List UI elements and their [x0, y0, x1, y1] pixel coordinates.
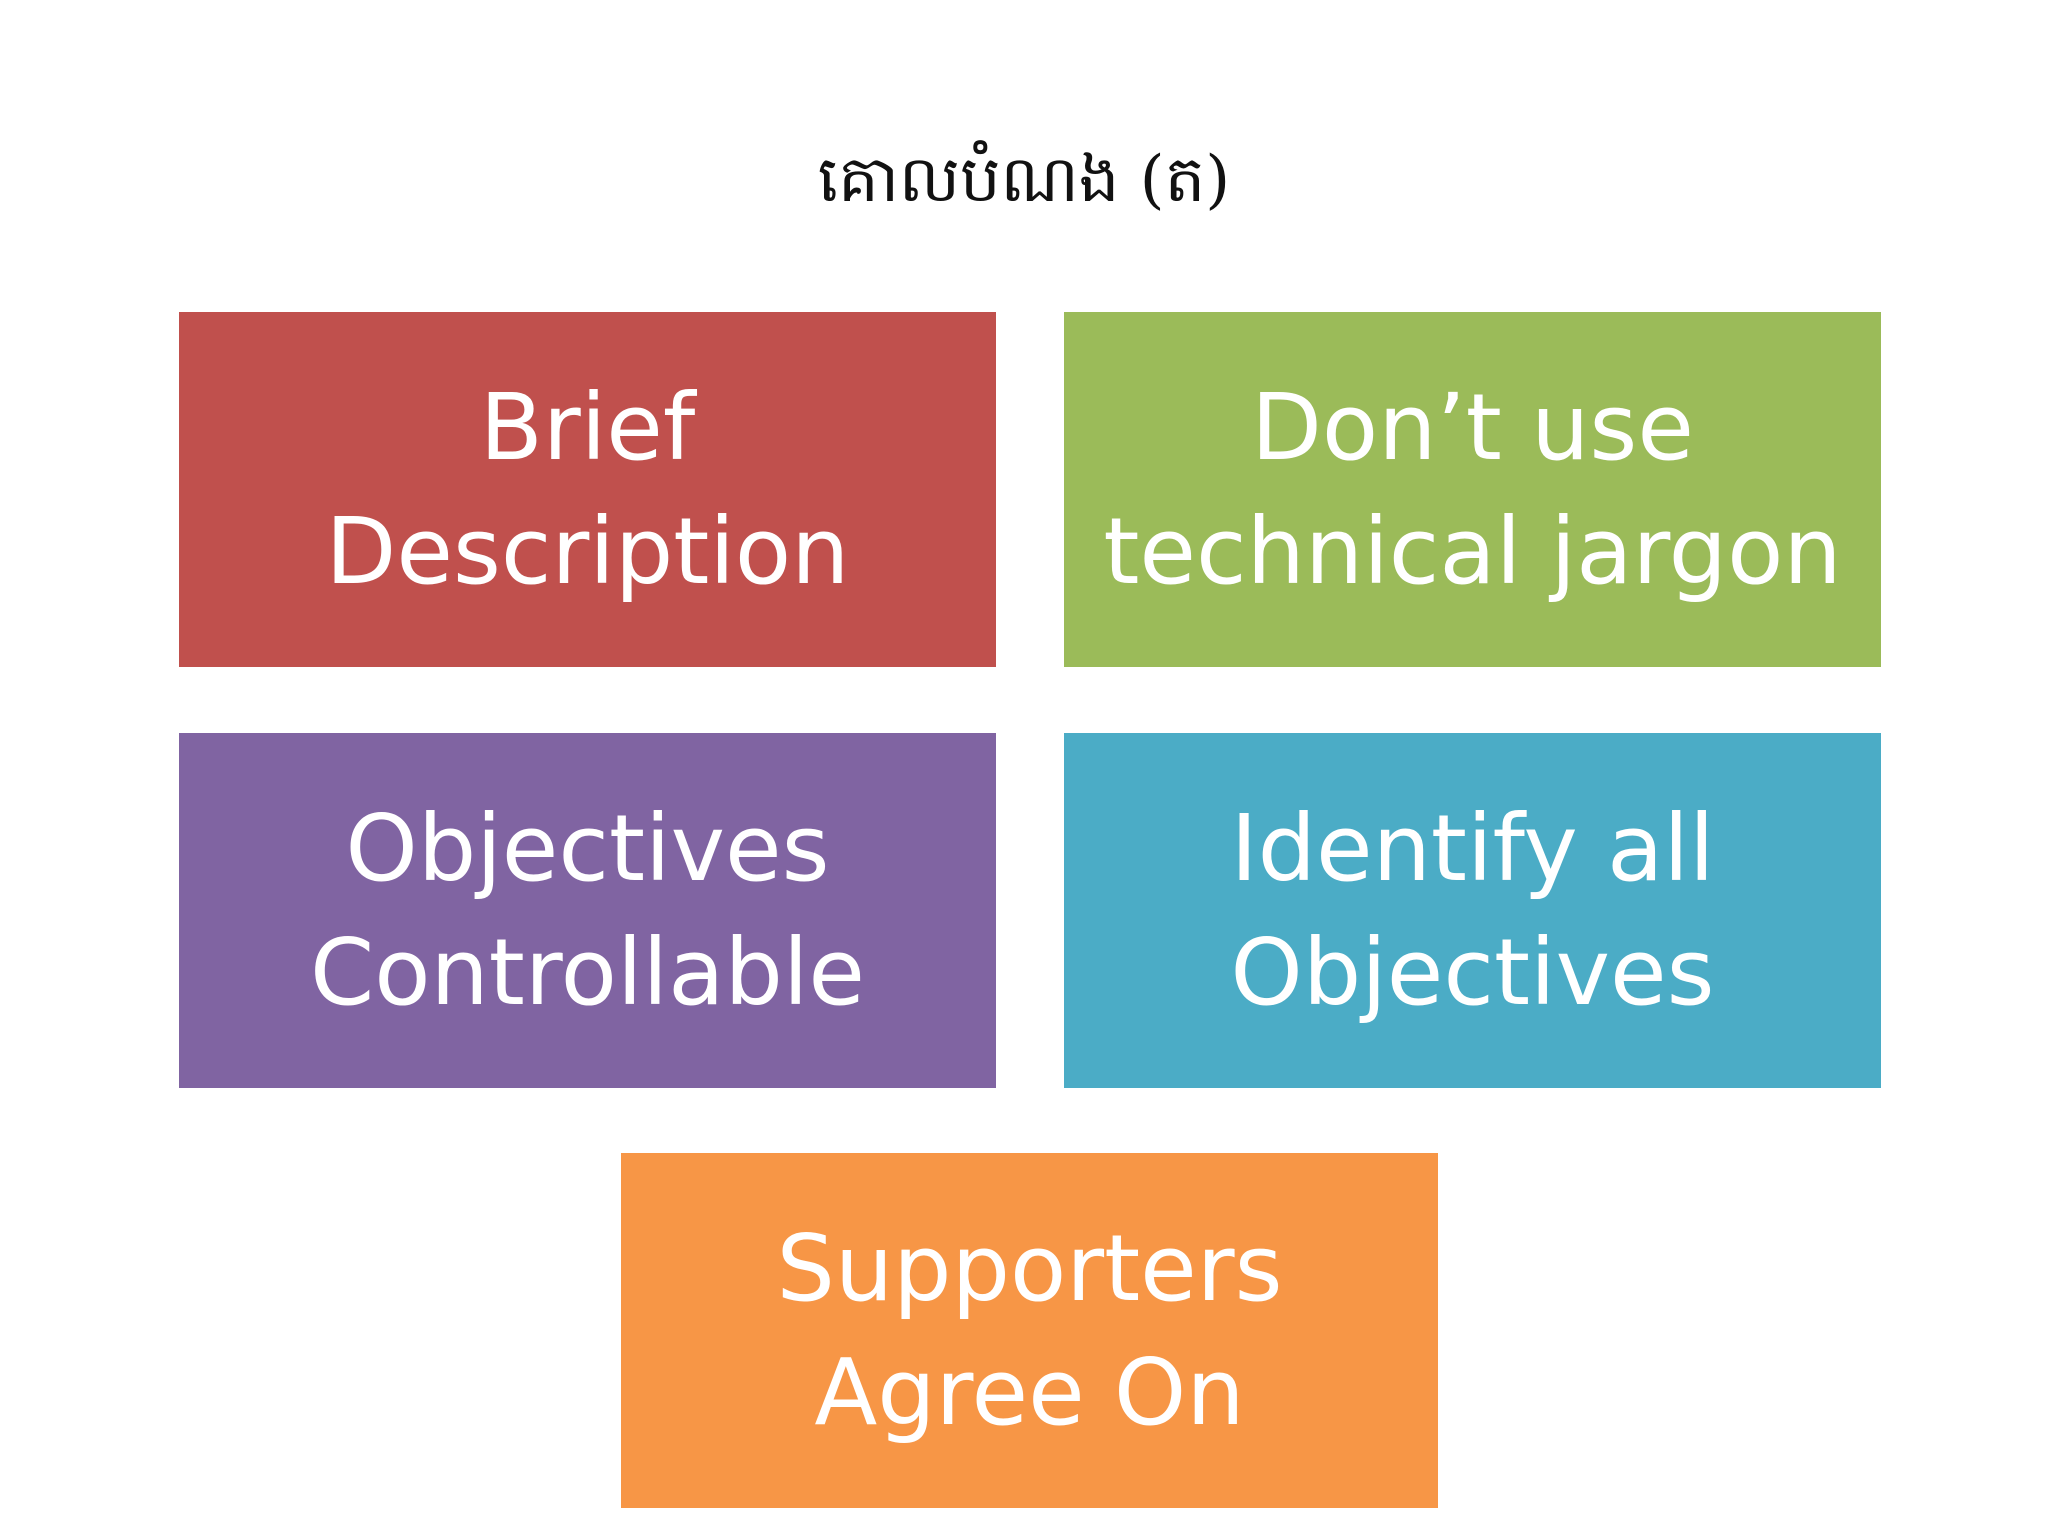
- box-label: Don’t use technical jargon: [1103, 373, 1842, 605]
- box-label: Objectives Controllable: [309, 794, 866, 1026]
- box-label: Identify all Objectives: [1230, 794, 1715, 1026]
- box-objectives-controllable: Objectives Controllable: [179, 733, 996, 1088]
- box-label: Supporters Agree On: [776, 1214, 1283, 1446]
- box-identify-all-objectives: Identify all Objectives: [1064, 733, 1881, 1088]
- box-label: Brief Description: [325, 373, 850, 605]
- slide-title: គោលបំណង (ត): [817, 143, 1231, 217]
- box-no-technical-jargon: Don’t use technical jargon: [1064, 312, 1881, 667]
- box-supporters-agree-on: Supporters Agree On: [621, 1153, 1438, 1508]
- box-brief-description: Brief Description: [179, 312, 996, 667]
